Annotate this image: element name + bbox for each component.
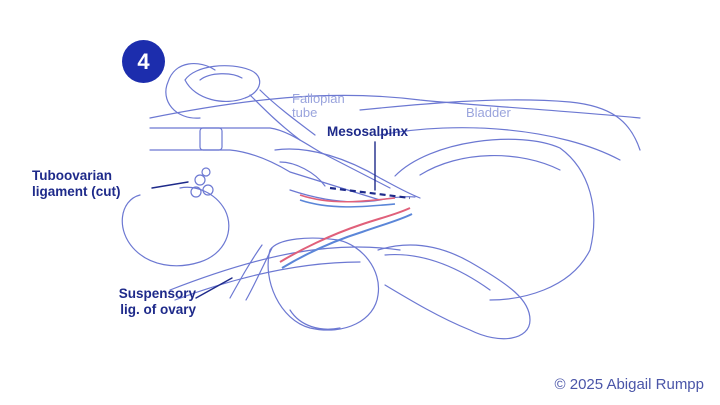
tubal-vessel-blue (299, 199, 396, 208)
retractor-blade (377, 244, 531, 340)
fallopian-tube-label-line-2: tube (292, 105, 318, 120)
ovary-label: Ovary (306, 272, 341, 287)
uterus-fundus-line (419, 154, 561, 176)
tuboovarian-ligament-label-line-1: Tuboovarian (32, 168, 113, 183)
tuboovarian-ligament-label: Tuboovarian ligament (cut) (32, 168, 121, 200)
ovarian-vessel-red (279, 207, 411, 263)
leader-tuboovarian (151, 181, 189, 189)
cut-stump-tissue (121, 186, 230, 267)
mesosalpinx-label: Mesosalpinx (327, 124, 409, 139)
stump-knot-2 (202, 184, 214, 196)
pelvic-floor-line (169, 246, 401, 291)
bladder-outline (359, 99, 641, 151)
ovary-bottom-lobe (289, 309, 341, 330)
step-number-badge: 4 (122, 40, 165, 83)
fallopian-tube-label-line-1: Fallopian (292, 91, 345, 106)
peritoneal-fold-line (379, 127, 621, 161)
pelvic-floor-line-2 (174, 261, 361, 301)
stump-knot-4 (201, 167, 211, 177)
suspensory-ligament-label-line-2: lig. of ovary (120, 302, 196, 317)
ovary-outline (267, 237, 380, 331)
clamp-hinge (199, 127, 223, 151)
ovarian-vessel-blue (281, 213, 413, 269)
suspensory-ligament-band (229, 244, 263, 299)
suspensory-ligament-label-line-1: Suspensory (118, 286, 196, 301)
mesosalpinx-cut-line (329, 186, 411, 200)
fundus-tissue (165, 63, 216, 119)
uterus-label: Uterus (474, 202, 513, 217)
clamp-jaw (279, 161, 326, 187)
pelvic-wall-line (149, 94, 641, 119)
tuboovarian-ligament-label-line-2: ligament (cut) (32, 184, 121, 199)
bladder-label: Bladder (466, 105, 511, 120)
upper-forceps-shaft (249, 94, 301, 141)
leader-suspensory (195, 277, 233, 299)
stump-knot-3 (190, 186, 202, 198)
retractor-blade-edge (384, 253, 491, 291)
copyright-notice: © 2025 Abigail Rumpp (554, 376, 704, 393)
upper-forceps-ring-inner (199, 73, 243, 81)
uterus-outline (394, 138, 595, 301)
fallopian-tube (274, 148, 421, 199)
upper-forceps-shaft-2 (259, 89, 316, 136)
fallopian-tube-label: Fallopian tube (292, 92, 345, 120)
suspensory-ligament-band-2 (245, 247, 273, 301)
stump-knot (194, 174, 206, 186)
suspensory-ligament-label: Suspensory lig. of ovary (104, 286, 196, 318)
clamp-shaft-lower (149, 149, 381, 201)
upper-forceps-ring (184, 65, 261, 102)
tubal-vessel-red (299, 194, 396, 203)
clamp-shaft (149, 127, 391, 189)
